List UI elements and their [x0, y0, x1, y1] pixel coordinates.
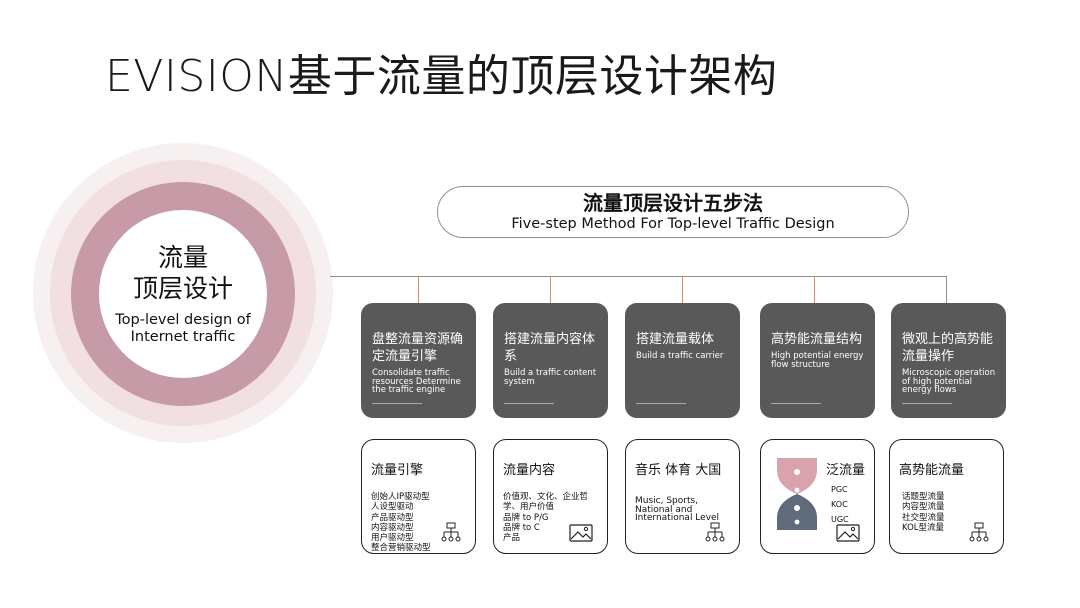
card-item: KOC [831, 500, 848, 509]
step-underline [636, 403, 686, 404]
card-title: 音乐 体育 大国 [635, 463, 722, 478]
card-item: KOL型流量 [902, 522, 945, 533]
card-items: Music, Sports, National and Internationa… [635, 497, 731, 523]
card-title: 高势能流量 [899, 463, 965, 478]
card-item: Music, Sports, [635, 496, 699, 506]
center-en-line2: Internet traffic [130, 329, 236, 345]
connector-step5 [946, 276, 947, 303]
slide-title: EVISION基于流量的顶层设计架构 [105, 51, 778, 102]
card-item: 人设型驱动 [371, 502, 414, 513]
method-header-zh: 流量顶层设计五步法 [583, 191, 763, 215]
method-header: 流量顶层设计五步法 Five-step Method For Top-level… [437, 186, 909, 238]
image-icon [836, 524, 860, 542]
card-item: National and [635, 504, 693, 515]
card-item: International Level [635, 513, 720, 523]
inner-circle [99, 210, 267, 378]
center-label: 流量 顶层设计 Top-level design of Internet tra… [99, 210, 267, 378]
card-item: UGC [831, 515, 849, 524]
card-item: 学、用户价值 [503, 502, 555, 513]
center-zh-line2: 顶层设计 [132, 274, 233, 303]
connector-step2 [550, 276, 551, 303]
detail-card-5: 高势能流量 话题型流量 内容型流量 社交型流量 KOL型流量 [889, 439, 1004, 554]
center-en-line1: Top-level design of [115, 312, 251, 328]
detail-card-1: 流量引擎 创始人IP驱动型 人设型驱动 产品驱动型 内容驱动型 用户驱动型 整合… [361, 439, 476, 554]
connector-step3 [682, 276, 683, 303]
step-box-4: 高势能流量结构 High potential energy flow struc… [760, 303, 875, 418]
step-box-5: 微观上的高势能流量操作 Microscopic operation of hig… [891, 303, 1006, 418]
card-item: 话题型流量 [902, 492, 945, 502]
connector-step1 [418, 276, 419, 303]
card-item: 内容型流量 [902, 502, 945, 513]
detail-card-4: 泛流量 PGC KOC UGC [760, 439, 875, 554]
method-header-en: Five-step Method For Top-level Traffic D… [511, 216, 835, 232]
step-underline [771, 403, 821, 404]
card-items: 话题型流量 内容型流量 社交型流量 KOL型流量 [899, 492, 995, 533]
step-en: Build a traffic content system [504, 368, 597, 387]
card-item: 产品 [503, 533, 521, 544]
card-item: 价值观、文化、企业哲 [503, 492, 589, 502]
image-icon [569, 524, 593, 542]
step-box-3: 搭建流量载体 Build a traffic carrier [625, 303, 740, 418]
card-items: 创始人IP驱动型 人设型驱动 产品驱动型 内容驱动型 用户驱动型 整合营销驱动型 [371, 492, 467, 554]
card-item: 产品驱动型 [371, 512, 414, 523]
card-title: 泛流量 [826, 463, 866, 478]
hierarchy-icon [705, 522, 725, 542]
card-title: 流量引擎 [371, 463, 424, 478]
card-title: 流量内容 [503, 463, 556, 478]
step-zh: 微观上的高势能流量操作 [902, 332, 994, 364]
hierarchy-icon [441, 522, 461, 542]
card-items: PGC KOC UGC [831, 485, 849, 524]
card-item: 品牌 to P/G [503, 512, 549, 523]
hierarchy-icon [969, 522, 989, 542]
card-item: 创始人IP驱动型 [371, 492, 430, 502]
step-box-1: 盘整流量资源确定流量引擎 Consolidate traffic resourc… [361, 303, 476, 418]
hourglass-icon [777, 458, 817, 530]
card-item: 整合营销驱动型 [371, 543, 431, 554]
step-zh: 搭建流量载体 [636, 332, 715, 347]
detail-card-3: 音乐 体育 大国 Music, Sports, National and Int… [625, 439, 740, 554]
step-underline [372, 403, 422, 404]
card-item: PGC [831, 485, 848, 494]
connector-step4 [814, 276, 815, 303]
step-en: Build a traffic carrier [636, 351, 724, 361]
connector-horizontal [330, 276, 946, 277]
step-box-2: 搭建流量内容体系 Build a traffic content system [493, 303, 608, 418]
card-item: 用户驱动型 [371, 533, 414, 544]
card-item: 品牌 to C [503, 522, 540, 533]
step-en: High potential energy flow structure [771, 351, 864, 370]
center-zh-line1: 流量 [157, 243, 208, 272]
step-zh: 高势能流量结构 [771, 332, 863, 347]
step-underline [902, 403, 952, 404]
step-en: Microscopic operation of high potential … [902, 368, 996, 396]
detail-card-2: 流量内容 价值观、文化、企业哲 学、用户价值 品牌 to P/G 品牌 to C… [493, 439, 608, 554]
card-item: 内容驱动型 [371, 522, 414, 533]
step-zh: 搭建流量内容体系 [504, 332, 596, 364]
step-zh: 盘整流量资源确定流量引擎 [372, 332, 464, 364]
step-en: Consolidate traffic resources Determine … [372, 368, 461, 396]
step-underline [504, 403, 554, 404]
card-item: 社交型流量 [902, 512, 945, 523]
card-items: 价值观、文化、企业哲 学、用户价值 品牌 to P/G 品牌 to C 产品 [503, 492, 599, 543]
